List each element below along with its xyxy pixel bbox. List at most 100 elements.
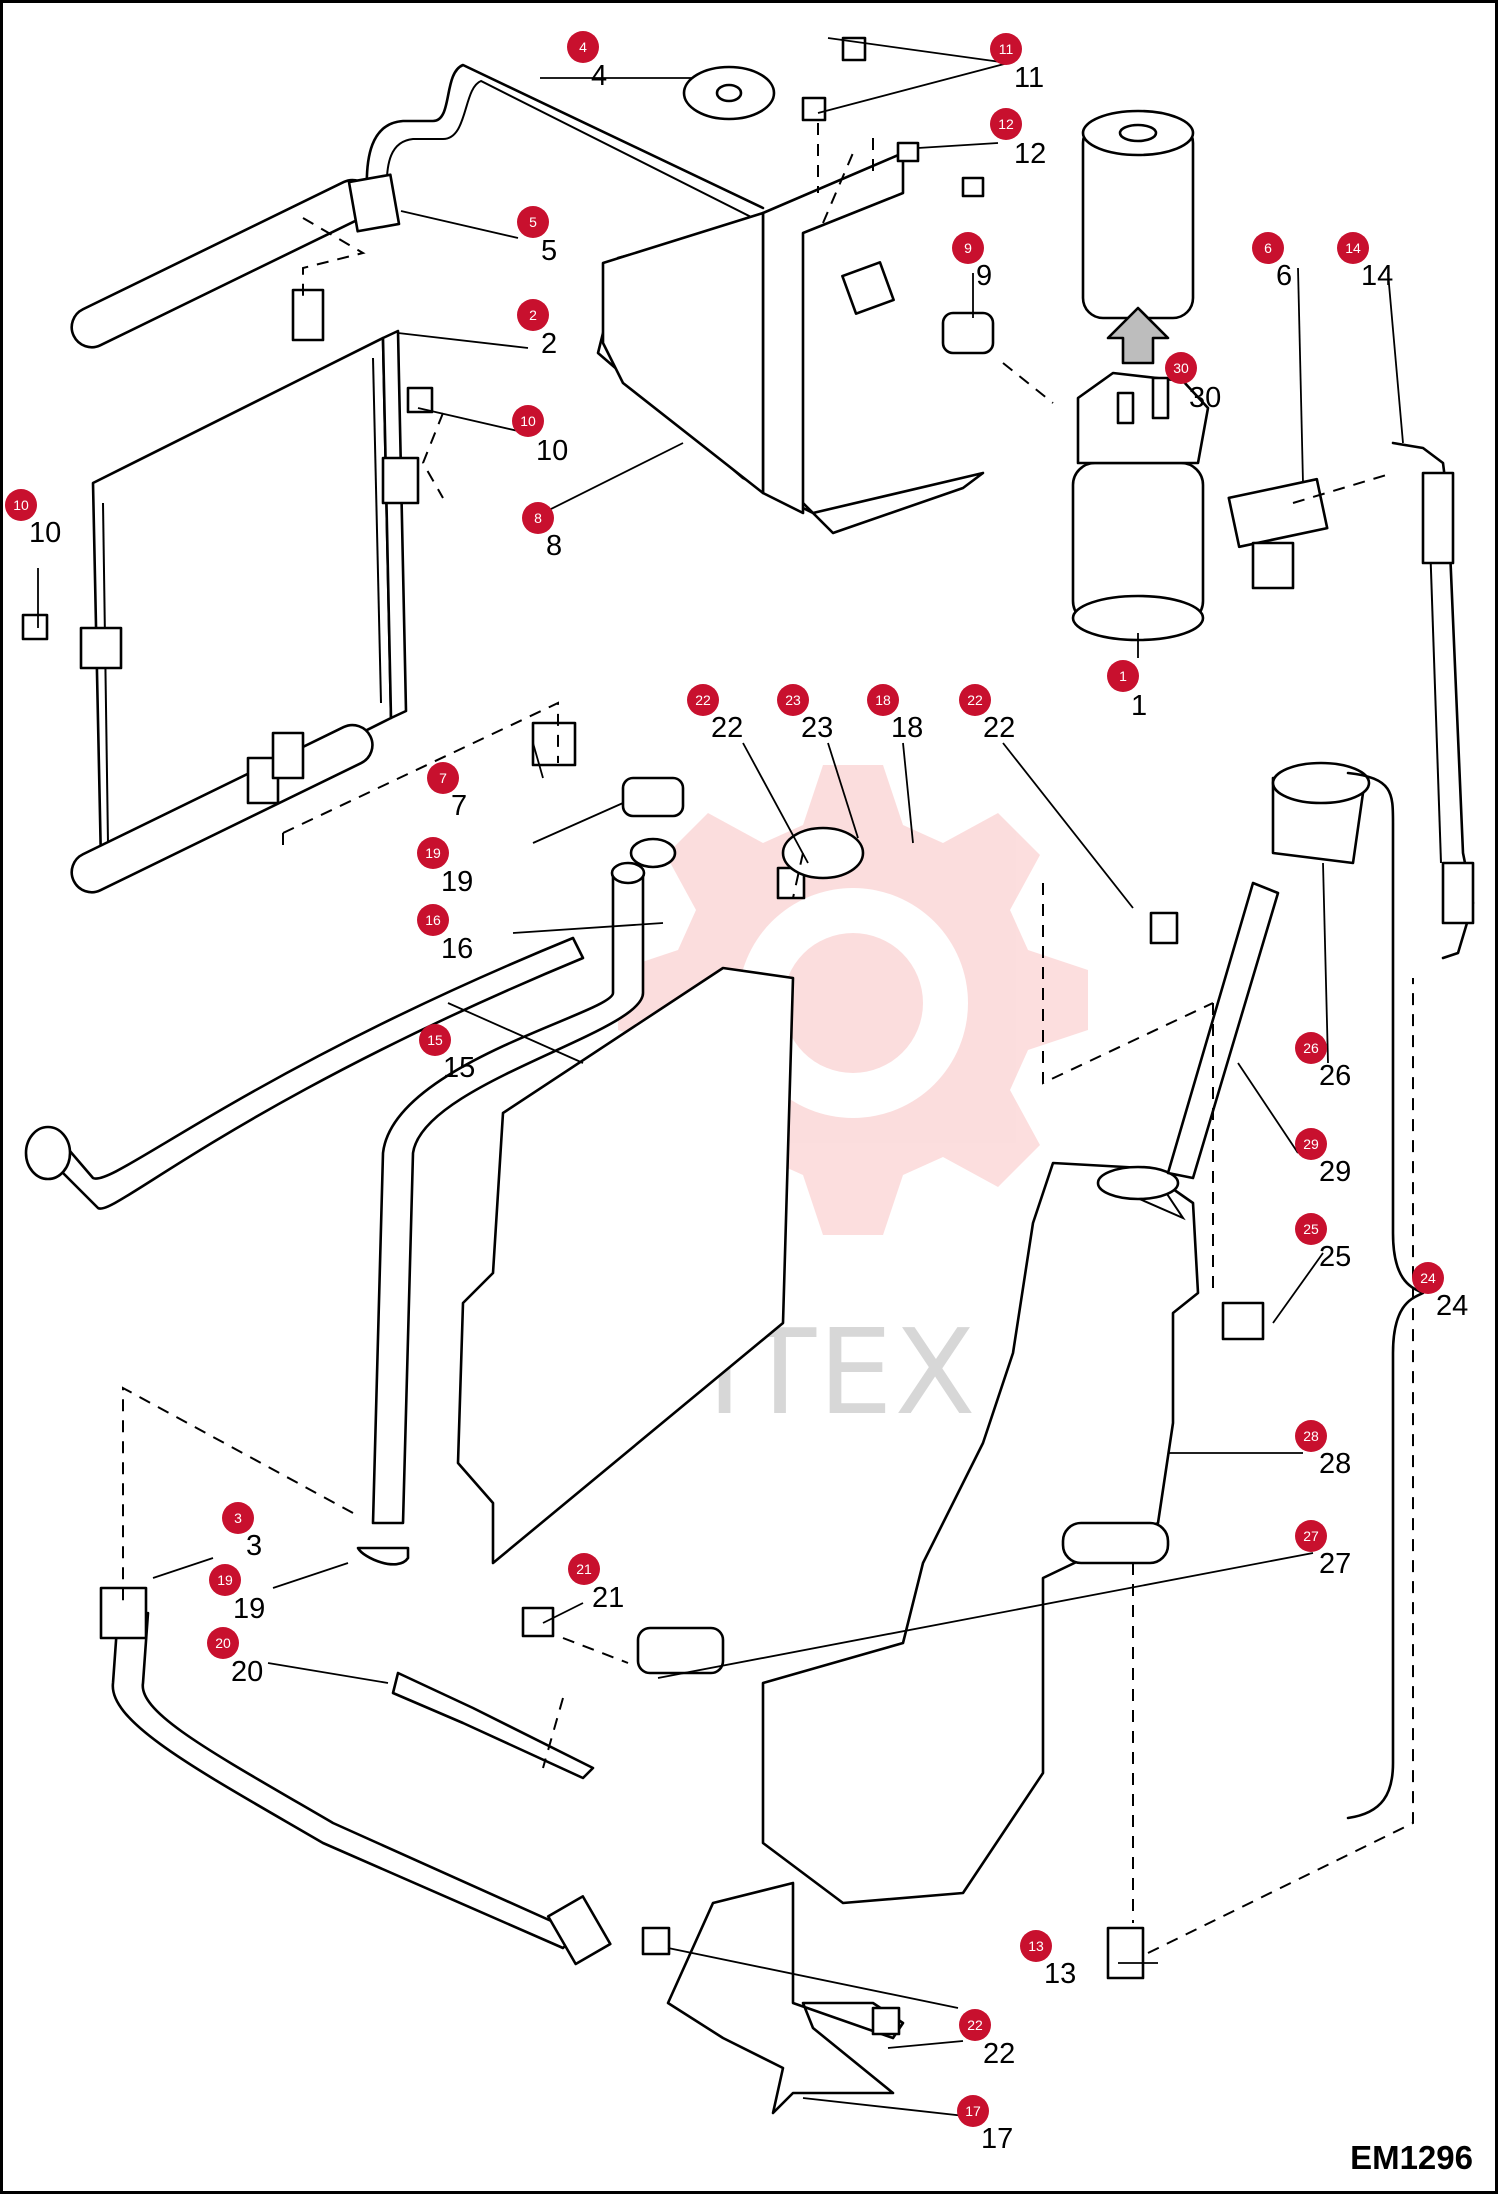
svg-text:7: 7 xyxy=(439,770,447,786)
svg-text:19: 19 xyxy=(425,845,441,861)
exploded-parts-drawing: ИНТЕХ xyxy=(5,31,1475,2155)
callout-number: 22 xyxy=(711,712,743,744)
callout-number: 9 xyxy=(976,260,992,292)
callout-badge: 12 xyxy=(990,108,1022,140)
callout-number: 22 xyxy=(983,712,1015,744)
svg-text:5: 5 xyxy=(529,214,537,230)
svg-text:2: 2 xyxy=(529,307,537,323)
leader-lines xyxy=(37,37,1404,2119)
callout-number: 29 xyxy=(1319,1156,1351,1188)
callout-badge: 27 xyxy=(1295,1520,1327,1552)
filter-assembly xyxy=(1071,371,1329,642)
callout-badge: 15 xyxy=(419,1024,451,1056)
svg-text:16: 16 xyxy=(425,912,441,928)
callout-badge: 22 xyxy=(959,2009,991,2041)
callout-number: 25 xyxy=(1319,1241,1351,1273)
callout-number: 30 xyxy=(1189,382,1221,414)
svg-text:3: 3 xyxy=(234,1510,242,1526)
callout-number: 28 xyxy=(1319,1448,1351,1480)
callout-badge: 9 xyxy=(952,232,984,264)
callout-badge: 30 xyxy=(1165,352,1197,384)
callout-badge: 25 xyxy=(1295,1213,1327,1245)
group-bracket-24 xyxy=(1346,771,1425,1820)
callout-badge: 17 xyxy=(957,2095,989,2127)
callout-number: 13 xyxy=(1044,1958,1076,1990)
callout-badge: 10 xyxy=(5,489,37,521)
callout-number: 23 xyxy=(801,712,833,744)
callout-badge: 6 xyxy=(1252,232,1284,264)
callout-number: 12 xyxy=(1014,138,1046,170)
callout-number: 4 xyxy=(591,60,607,92)
callout-number: 24 xyxy=(1436,1290,1468,1322)
callout-number: 18 xyxy=(891,712,923,744)
svg-text:17: 17 xyxy=(965,2103,981,2119)
callout-number: 19 xyxy=(233,1593,265,1625)
svg-text:6: 6 xyxy=(1264,240,1272,256)
callout-number: 1 xyxy=(1131,690,1147,722)
callout-badge: 3 xyxy=(222,1502,254,1534)
svg-text:12: 12 xyxy=(998,116,1014,132)
suction-hose xyxy=(371,861,646,1525)
svg-text:22: 22 xyxy=(967,692,983,708)
svg-text:10: 10 xyxy=(13,497,29,513)
callout-number: 20 xyxy=(231,1656,263,1688)
callout-badge: 28 xyxy=(1295,1420,1327,1452)
drawing-code: EM1296 xyxy=(1350,2139,1473,2176)
svg-text:11: 11 xyxy=(999,41,1014,57)
callout-number: 2 xyxy=(541,328,557,360)
callout-number: 5 xyxy=(541,235,557,267)
callout-badge: 26 xyxy=(1295,1032,1327,1064)
callout-badge: 22 xyxy=(959,684,991,716)
callout-badge: 19 xyxy=(209,1564,241,1596)
callout-number: 10 xyxy=(536,435,568,467)
callout-number: 10 xyxy=(29,517,61,549)
callout-badge: 14 xyxy=(1337,232,1369,264)
svg-text:29: 29 xyxy=(1303,1136,1319,1152)
callout-badge: 19 xyxy=(417,837,449,869)
callout-number: 22 xyxy=(983,2038,1015,2070)
callout-number: 27 xyxy=(1319,1548,1351,1580)
callout-badge: 20 xyxy=(207,1627,239,1659)
oil-cooler-radiator xyxy=(70,178,420,894)
baffle-plate xyxy=(456,966,795,1565)
callout-badge: 4 xyxy=(567,31,599,63)
callout-badge: 24 xyxy=(1412,1262,1444,1294)
callout-number: 14 xyxy=(1361,260,1393,292)
callout-badge: 2 xyxy=(517,299,549,331)
callout-labels: 1122334455667788991010101011111212131314… xyxy=(5,31,1468,2155)
svg-text:4: 4 xyxy=(579,39,587,55)
svg-text:22: 22 xyxy=(967,2017,983,2033)
svg-text:10: 10 xyxy=(520,413,536,429)
svg-text:18: 18 xyxy=(875,692,891,708)
callout-number: 26 xyxy=(1319,1060,1351,1092)
callout-number: 6 xyxy=(1276,260,1292,292)
svg-text:27: 27 xyxy=(1303,1528,1319,1544)
svg-text:9: 9 xyxy=(964,240,972,256)
callout-number: 19 xyxy=(441,866,473,898)
svg-text:1: 1 xyxy=(1119,668,1127,684)
callout-badge: 13 xyxy=(1020,1930,1052,1962)
callout-badge: 23 xyxy=(777,684,809,716)
reservoir-mount-bracket xyxy=(666,1881,905,2115)
svg-text:19: 19 xyxy=(217,1572,233,1588)
callout-number: 15 xyxy=(443,1052,475,1084)
callout-badge: 7 xyxy=(427,762,459,794)
callout-number: 8 xyxy=(546,530,562,562)
callout-badge: 1 xyxy=(1107,660,1139,692)
hydraulic-reservoir xyxy=(761,1161,1200,1905)
svg-text:28: 28 xyxy=(1303,1428,1319,1444)
filter-mount-bracket xyxy=(596,151,985,535)
callout-number: 3 xyxy=(246,1530,262,1562)
return-hose xyxy=(1391,441,1475,960)
callout-badge: 18 xyxy=(867,684,899,716)
svg-text:30: 30 xyxy=(1173,360,1189,376)
return-tube-lower xyxy=(99,1586,612,1966)
callout-number: 11 xyxy=(1014,62,1044,94)
callout-number: 21 xyxy=(592,1582,624,1614)
fittings xyxy=(21,36,1265,2036)
svg-text:26: 26 xyxy=(1303,1040,1319,1056)
filter-cartridge xyxy=(1081,109,1195,365)
callout-number: 17 xyxy=(981,2123,1013,2155)
callout-badge: 11 xyxy=(990,33,1022,65)
